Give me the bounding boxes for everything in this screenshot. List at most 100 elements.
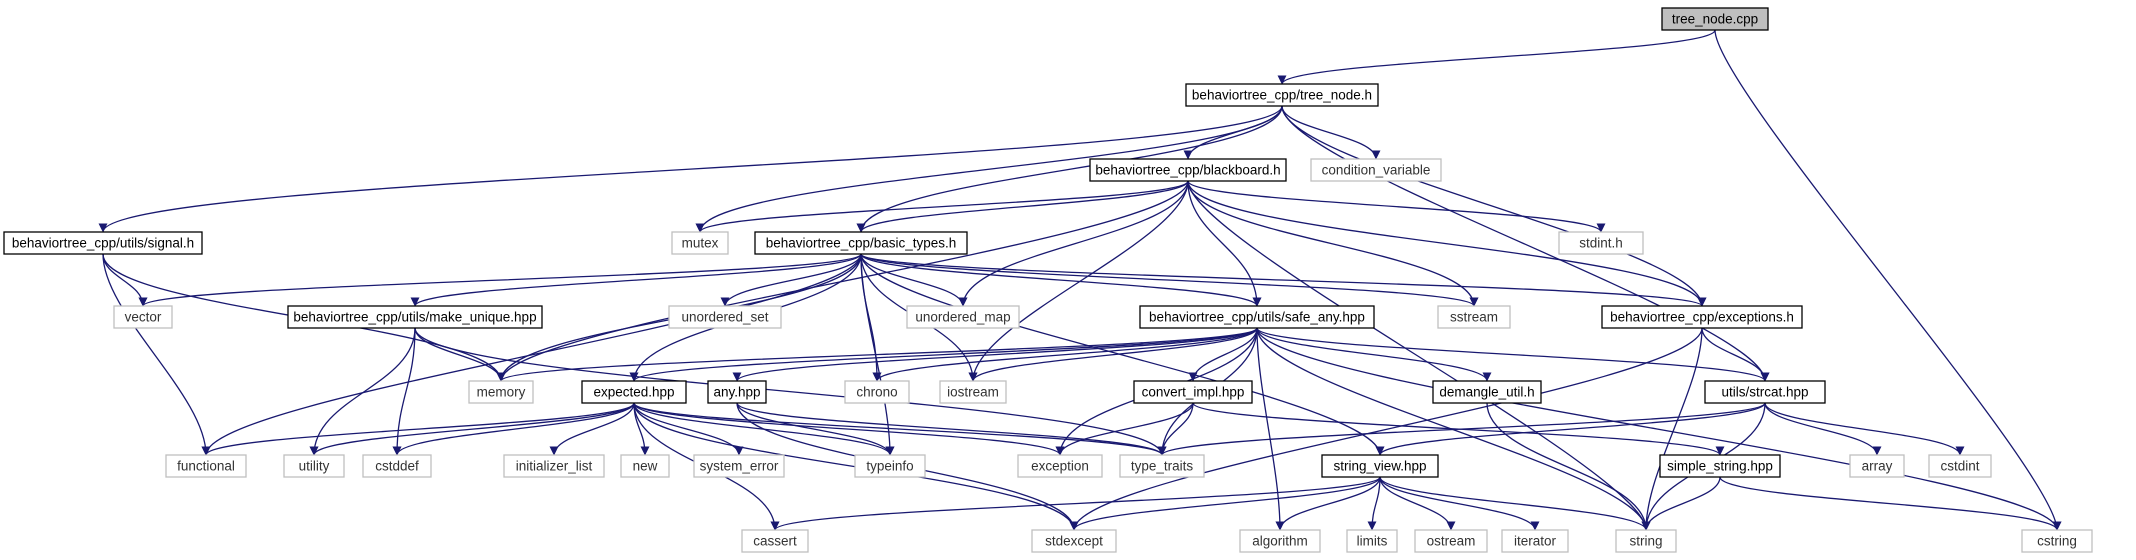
node-box: [113, 305, 173, 329]
node-iterator: iterator: [1501, 529, 1569, 553]
node-label: chrono: [856, 385, 897, 400]
node-cstddef: cstddef: [362, 454, 432, 478]
node-box: [1346, 529, 1398, 553]
node-box: [668, 305, 782, 329]
edge-safe_any_hpp-to-iostream: [968, 327, 1258, 382]
node-label: behaviortree_cpp/tree_node.h: [1192, 88, 1372, 103]
edge-make_unique_hpp-to-memory: [414, 327, 506, 382]
node-box: [283, 454, 345, 478]
node-unordered-map: unordered_map: [906, 305, 1020, 329]
node-label: cassert: [753, 534, 797, 549]
node-box: [581, 380, 687, 404]
node-label: demangle_util.h: [1439, 385, 1534, 400]
edge-string_view_hpp-to-string: [1379, 476, 1651, 531]
edge-safe_any_hpp-to-convert_impl_hpp: [1188, 327, 1258, 382]
node-exception: exception: [1017, 454, 1103, 478]
node-box: [3, 231, 203, 255]
node-label: unordered_set: [681, 310, 768, 325]
node-algorithm: algorithm: [1239, 529, 1321, 553]
node-label: behaviortree_cpp/exceptions.h: [1610, 310, 1794, 325]
node-box: [1615, 529, 1677, 553]
node-box: [362, 454, 432, 478]
edge-safe_any_hpp-to-cstring: [1256, 327, 2062, 531]
node-box: [2021, 529, 2093, 553]
node-basic-types-h[interactable]: behaviortree_cpp/basic_types.h: [754, 231, 968, 255]
edge-string_view_hpp-to-limits: [1367, 476, 1381, 531]
node-box: [1659, 454, 1781, 478]
node-condition-variable: condition_variable: [1310, 158, 1442, 182]
node-label: cstring: [2037, 534, 2077, 549]
node-label: sstream: [1450, 310, 1498, 325]
node-box: [1849, 454, 1905, 478]
edge-string_view_hpp-to-algorithm: [1275, 476, 1381, 531]
edge-make_unique_hpp-to-type_traits: [414, 327, 1167, 456]
edge-make_unique_hpp-to-cstddef: [392, 327, 416, 456]
node-box: [1321, 454, 1439, 478]
edge-exceptions_h-to-strcat_hpp: [1701, 327, 1770, 382]
node-label: string_view.hpp: [1333, 459, 1426, 474]
node-stdexcept: stdexcept: [1031, 529, 1117, 553]
node-box: [707, 380, 767, 404]
node-label: behaviortree_cpp/blackboard.h: [1095, 163, 1280, 178]
edge-signal_h-to-functional: [102, 253, 211, 456]
node-make-unique-hpp[interactable]: behaviortree_cpp/utils/make_unique.hpp: [287, 305, 543, 329]
node-box: [741, 529, 809, 553]
node-label: exception: [1031, 459, 1089, 474]
node-box: [1017, 454, 1103, 478]
node-label: unordered_map: [915, 310, 1010, 325]
node-box: [671, 231, 729, 255]
edge-expected_hpp-to-typeinfo: [633, 402, 895, 456]
edge-expected_hpp-to-system_error: [633, 402, 744, 456]
node-box: [1558, 231, 1644, 255]
node-chrono: chrono: [844, 380, 910, 404]
node-box: [503, 454, 605, 478]
node-cstdint: cstdint: [1928, 454, 1992, 478]
node-system-error: system_error: [693, 454, 785, 478]
edge-tree_node_cpp-to-tree_node_h: [1277, 29, 1716, 85]
edge-expected_hpp-to-exception: [633, 402, 1065, 456]
edge-blackboard_h-to-basic_types_h: [856, 180, 1189, 233]
node-label: stdint.h: [1579, 236, 1623, 251]
node-box: [844, 380, 910, 404]
node-box: [1310, 158, 1442, 182]
node-any-hpp[interactable]: any.hpp: [707, 380, 767, 404]
node-label: string: [1629, 534, 1662, 549]
node-string: string: [1615, 529, 1677, 553]
node-exceptions-h[interactable]: behaviortree_cpp/exceptions.h: [1601, 305, 1803, 329]
node-safe-any-hpp[interactable]: behaviortree_cpp/utils/safe_any.hpp: [1139, 305, 1375, 329]
node-signal-h[interactable]: behaviortree_cpp/utils/signal.h: [3, 231, 203, 255]
node-expected-hpp[interactable]: expected.hpp: [581, 380, 687, 404]
node-string-view-hpp[interactable]: string_view.hpp: [1321, 454, 1439, 478]
node-blackboard-h[interactable]: behaviortree_cpp/blackboard.h: [1089, 158, 1287, 182]
node-convert-impl-hpp[interactable]: convert_impl.hpp: [1133, 380, 1253, 404]
node-box: [1139, 305, 1375, 329]
node-ostream: ostream: [1414, 529, 1488, 553]
edge-basic_types_h-to-sstream: [860, 253, 1479, 307]
edge-strcat_hpp-to-string_view_hpp: [1375, 402, 1766, 456]
node-box: [468, 380, 534, 404]
edge-simple_string_hpp-to-cstring: [1719, 476, 2062, 531]
node-label: any.hpp: [713, 385, 760, 400]
edge-tree_node_h-to-signal_h: [98, 105, 1283, 233]
node-box: [1704, 380, 1826, 404]
node-limits: limits: [1346, 529, 1398, 553]
node-box: [1119, 454, 1205, 478]
node-box: [1133, 380, 1253, 404]
node-label: tree_node.cpp: [1672, 12, 1758, 27]
node-demangle-util-h[interactable]: demangle_util.h: [1432, 380, 1542, 404]
node-strcat-hpp[interactable]: utils/strcat.hpp: [1704, 380, 1826, 404]
node-label: new: [633, 459, 658, 474]
node-tree-node-h[interactable]: behaviortree_cpp/tree_node.h: [1185, 83, 1379, 107]
node-label: behaviortree_cpp/utils/signal.h: [12, 236, 194, 251]
edge-basic_types_h-to-unordered_map: [860, 253, 968, 307]
node-box: [1501, 529, 1569, 553]
node-vector: vector: [113, 305, 173, 329]
node-label: cstdint: [1940, 459, 1979, 474]
edge-expected_hpp-to-type_traits: [633, 402, 1167, 456]
edge-simple_string_hpp-to-string: [1641, 476, 1721, 531]
node-box: [1239, 529, 1321, 553]
node-box: [1414, 529, 1488, 553]
node-simple-string-hpp[interactable]: simple_string.hpp: [1659, 454, 1781, 478]
edge-safe_any_hpp-to-demangle_util_h: [1256, 327, 1492, 382]
